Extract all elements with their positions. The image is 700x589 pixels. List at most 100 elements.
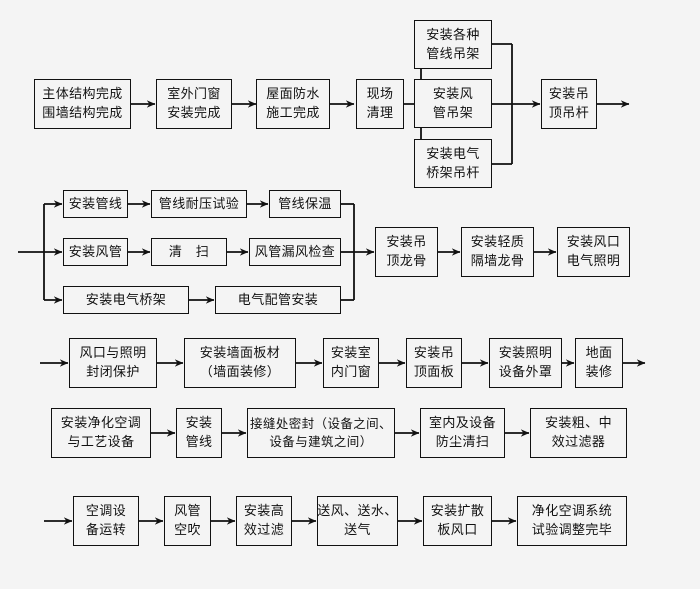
- node-install-pipeline-hangers[interactable]: 安装各种 管线吊架: [414, 20, 492, 69]
- node-install-lightweight-partition-keel[interactable]: 安装轻质 隔墙龙骨: [461, 227, 534, 277]
- node-line: 管吊架: [432, 104, 474, 120]
- node-line: 围墙结构完成: [42, 105, 123, 120]
- node-line: 安装净化空调: [60, 415, 142, 431]
- node-line: 效过滤器: [551, 434, 606, 449]
- node-line: 清 扫: [168, 243, 210, 259]
- node-line: 施工完成: [266, 105, 320, 120]
- node-install-cleanroom-hvac-process-equipment[interactable]: 安装净化空调 与工艺设备: [51, 408, 151, 458]
- node-cleanroom-hvac-commissioning-complete[interactable]: 净化空调系统 试验调整完毕: [517, 496, 627, 546]
- node-line: 安装吊: [548, 86, 590, 102]
- node-line: 电气照明: [566, 253, 621, 268]
- node-line: 安装粗、中: [544, 415, 612, 431]
- node-line: 安装墙面板材: [199, 345, 281, 361]
- node-line: 管线耐压试验: [158, 195, 240, 211]
- node-line: 安装风管: [68, 243, 123, 259]
- node-line: 顶面板: [413, 364, 455, 379]
- node-site-cleanup[interactable]: 现场 清理: [356, 79, 404, 129]
- node-install-ceiling-panels[interactable]: 安装吊 顶面板: [406, 338, 462, 388]
- node-line: 主体结构完成: [42, 86, 123, 102]
- node-install-electrical-cable-tray[interactable]: 安装电气桥架: [63, 286, 189, 314]
- node-install-ceiling-keel[interactable]: 安装吊 顶龙骨: [375, 227, 438, 277]
- node-line: （墙面装修）: [199, 364, 281, 379]
- node-line: 桥架吊杆: [426, 164, 480, 180]
- node-line: 安装电气桥架: [85, 291, 167, 307]
- node-line: 屋面防水: [266, 86, 320, 102]
- node-roof-waterproofing[interactable]: 屋面防水 施工完成: [256, 79, 330, 129]
- node-line: 净化空调系统: [531, 503, 613, 519]
- node-duct-leak-test[interactable]: 风管漏风检查: [249, 238, 341, 266]
- node-line: 地面: [585, 345, 613, 361]
- node-line: 安装室: [330, 345, 372, 361]
- node-line: 隔墙龙骨: [470, 253, 525, 268]
- node-electrical-conduit-install[interactable]: 电气配管安装: [215, 286, 341, 314]
- node-cleaning[interactable]: 清 扫: [151, 238, 227, 266]
- node-duct-air-blowing[interactable]: 风管 空吹: [164, 496, 211, 546]
- node-line: 室外门窗: [167, 86, 221, 102]
- node-line: 安装风口: [566, 234, 621, 250]
- node-install-air-outlet-electrical-lighting[interactable]: 安装风口 电气照明: [557, 227, 630, 277]
- node-line: 接缝处密封（设备之间、: [250, 416, 392, 431]
- node-install-hepa-filters[interactable]: 安装高 效过滤: [236, 496, 292, 546]
- node-line: 安装管线: [68, 195, 123, 211]
- node-install-cable-tray-hangers[interactable]: 安装电气 桥架吊杆: [414, 139, 492, 188]
- node-pipeline-pressure-test[interactable]: 管线耐压试验: [151, 190, 247, 218]
- node-supply-air-water-gas[interactable]: 送风、送水、 送气: [317, 496, 398, 546]
- node-line: 空调设: [85, 503, 127, 519]
- node-line: 设备与建筑之间）: [269, 435, 373, 449]
- node-line: 管线保温: [278, 195, 332, 211]
- node-line: 顶龙骨: [386, 253, 427, 268]
- node-line: 安装风: [432, 85, 474, 101]
- node-line: 设备外罩: [498, 364, 553, 379]
- node-install-air-ducts[interactable]: 安装风管: [63, 238, 128, 266]
- node-line: 安装: [185, 415, 213, 431]
- node-line: 管线: [185, 434, 213, 449]
- node-install-diffuser-air-outlet[interactable]: 安装扩散 板风口: [423, 496, 492, 546]
- node-install-lighting-equipment-cover[interactable]: 安装照明 设备外罩: [489, 338, 562, 388]
- node-line: 送风、送水、: [317, 503, 398, 519]
- node-line: 清理: [366, 105, 394, 120]
- node-line: 备运转: [85, 522, 127, 537]
- node-line: 安装吊: [386, 234, 427, 250]
- node-line: 送气: [344, 522, 371, 537]
- node-line: 安装高: [243, 503, 285, 519]
- node-line: 效过滤: [243, 522, 285, 537]
- node-line: 与工艺设备: [67, 434, 135, 449]
- node-hvac-equipment-operation[interactable]: 空调设 备运转: [73, 496, 139, 546]
- node-install-interior-doors-windows[interactable]: 安装室 内门窗: [323, 338, 379, 388]
- node-line: 室内及设备: [428, 415, 496, 431]
- node-line: 风管: [174, 503, 201, 519]
- node-line: 安装电气: [426, 145, 480, 161]
- node-line: 风管漏风检查: [254, 243, 336, 259]
- node-line: 安装完成: [167, 105, 221, 120]
- node-line: 装修: [585, 364, 613, 379]
- node-line: 试验调整完毕: [531, 522, 613, 537]
- node-main-structure-complete[interactable]: 主体结构完成 围墙结构完成: [34, 79, 131, 129]
- node-install-pipelines-2[interactable]: 安装 管线: [176, 408, 222, 458]
- node-line: 安装轻质: [470, 234, 525, 250]
- node-pipeline-insulation[interactable]: 管线保温: [269, 190, 341, 218]
- node-line: 空吹: [174, 522, 201, 537]
- node-line: 安装扩散: [430, 503, 485, 519]
- node-indoor-equipment-dust-cleaning[interactable]: 室内及设备 防尘清扫: [420, 408, 505, 458]
- node-air-outlet-lighting-protection[interactable]: 风口与照明 封闭保护: [69, 338, 157, 388]
- node-install-duct-hangers[interactable]: 安装风 管吊架: [414, 79, 492, 128]
- node-line: 现场: [366, 86, 394, 102]
- node-line: 管线吊架: [426, 45, 480, 61]
- node-install-ceiling-hanger-rods[interactable]: 安装吊 顶吊杆: [541, 79, 597, 129]
- node-line: 电气配管安装: [237, 291, 319, 307]
- node-line: 风口与照明: [79, 345, 147, 361]
- node-line: 安装照明: [498, 345, 553, 361]
- node-joint-sealing[interactable]: 接缝处密封（设备之间、 设备与建筑之间）: [247, 408, 395, 458]
- node-line: 防尘清扫: [435, 434, 490, 449]
- node-line: 内门窗: [330, 364, 372, 379]
- node-line: 顶吊杆: [548, 105, 590, 120]
- node-exterior-doors-windows[interactable]: 室外门窗 安装完成: [156, 79, 232, 129]
- node-line: 封闭保护: [86, 364, 140, 379]
- node-install-coarse-medium-filters[interactable]: 安装粗、中 效过滤器: [530, 408, 627, 458]
- node-floor-finishing[interactable]: 地面 装修: [575, 338, 623, 388]
- node-line: 安装各种: [426, 26, 480, 42]
- node-install-pipelines[interactable]: 安装管线: [63, 190, 128, 218]
- node-install-wall-panels[interactable]: 安装墙面板材 （墙面装修）: [184, 338, 296, 388]
- node-line: 安装吊: [413, 345, 455, 361]
